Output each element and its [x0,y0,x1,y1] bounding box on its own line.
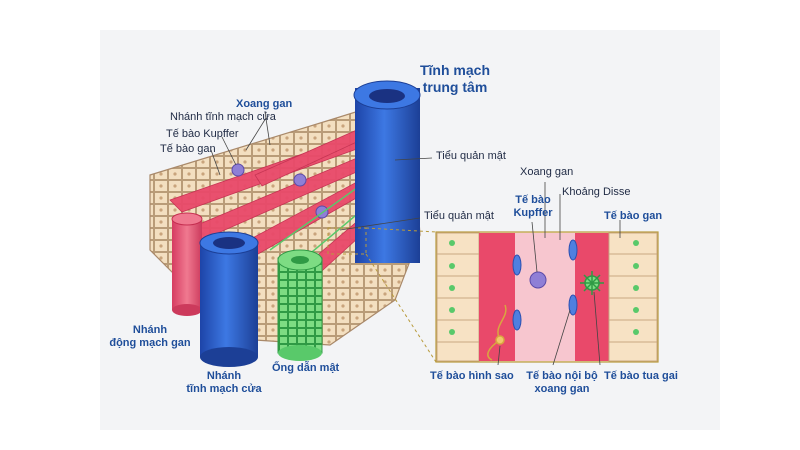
endothelial-cell-label-line1: Tế bào nội bộ [526,370,598,382]
portal-branch-label-top: Nhánh tĩnh mạch cửa [170,111,276,123]
hepatocyte-label-inset: Tế bào gan [604,210,663,222]
inset-hepatocytes-left [436,232,480,362]
kupffer-label-inset-line2: Kupffer [513,207,553,219]
hepatocyte-label-top: Tế bào gan [160,143,216,155]
stellate-cell-label: Tế bào hình sao [430,370,514,382]
hepatic-artery-branch-label-line2: động mạch gan [109,337,191,349]
inset-kupffer-cell [529,271,547,289]
central-vein-label-line2: trung tâm [422,79,488,95]
inset-pit-cell [580,271,604,295]
sinusoid-label-top: Xoang gan [236,98,293,110]
kupffer-label-inset-line1: Tế bào [515,194,551,206]
endothelial-cell-label-line2: xoang gan [534,383,590,395]
bile-canaliculus-label-mid: Tiểu quản mật [424,210,494,222]
inset-detail [435,231,659,363]
hepatic-artery-branch-label: Nhánh động mạch gan [98,324,202,350]
sinusoid-label-inset: Xoang gan [520,166,574,178]
bile-duct-label: Ống dẫn mật [272,362,340,374]
inset-sinusoid-lumen [515,233,575,361]
endothelial-cell-label: Tế bào nội bộ xoang gan [524,370,600,396]
hepatic-artery-branch-label-line1: Nhánh [132,324,168,336]
hepatic-artery-cylinder [171,212,203,316]
zoom-guide-lines [327,227,437,363]
bile-canaliculus-label-right: Tiểu quản mật [436,150,506,162]
inset-hepatocytes-right [608,232,658,362]
kupffer-label-inset: Tế bào Kupffer [504,194,562,220]
inset-sinusoid-right [575,233,609,361]
portal-vein-branch-label-line2: tĩnh mạch cửa [186,383,262,395]
portal-vein-branch-label: Nhánh tĩnh mạch cửa [174,370,274,396]
pit-cell-label: Tế bào tua gai [604,370,678,382]
inset-stellate-cell [487,304,507,361]
leader-lines [210,111,621,366]
central-vein-label-line1: Tĩnh mạch [419,62,490,78]
portal-vein-branch-label-line1: Nhánh [206,370,242,382]
central-vein-label: Tĩnh mạch trung tâm [410,62,500,96]
kupffer-label-top: Tế bào Kupffer [166,128,239,140]
space-of-disse-label: Khoảng Disse [562,186,631,198]
portal-vein-cylinder [199,231,259,367]
inset-endothelial-cells [512,239,578,331]
central-vein [353,80,421,263]
bile-duct-cylinder [277,249,323,361]
